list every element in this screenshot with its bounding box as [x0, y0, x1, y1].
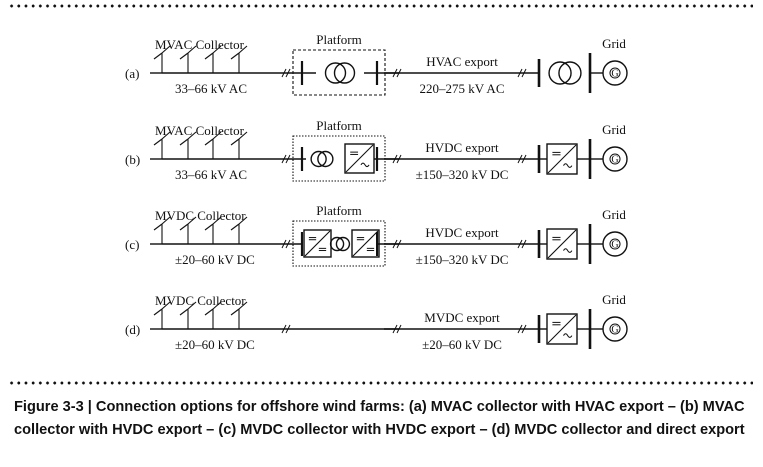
wind-turbine-icon	[153, 301, 171, 329]
transformer-icon	[310, 150, 334, 168]
wind-turbine-icon	[204, 301, 222, 329]
collector-title: MVAC Collector	[155, 37, 245, 52]
dc-dc-converter-icon	[351, 229, 380, 258]
export-rating: ±150–320 kV DC	[416, 167, 509, 182]
figure-caption: Figure 3-3 | Connection options for offs…	[14, 399, 745, 438]
connection-row-a: (a) MVAC Collector 33–66 kV AC PlatformHVAC…	[125, 32, 628, 96]
wind-turbine-icon	[153, 45, 171, 73]
wind-turbine-icon	[153, 131, 171, 159]
grid-label: Grid	[602, 36, 626, 51]
wind-turbine-icon	[153, 216, 171, 244]
row-label: (d)	[125, 322, 140, 337]
export-rating: ±20–60 kV DC	[422, 337, 502, 352]
collector-title: MVDC Collector	[155, 293, 246, 308]
bottom-dotted-rule	[8, 381, 753, 385]
collector-rating: 33–66 kV AC	[175, 81, 247, 96]
transformer-icon	[548, 61, 582, 85]
wind-turbine-icon	[230, 45, 248, 73]
transformer-icon	[329, 236, 351, 252]
platform-label: Platform	[316, 118, 362, 133]
ac-dc-converter-icon	[546, 228, 578, 260]
wind-turbine-icon	[230, 131, 248, 159]
grid-symbol: G	[611, 240, 618, 251]
export-title: HVDC export	[425, 225, 499, 240]
offshore-platform: Platform	[288, 203, 399, 267]
wind-turbine-icon	[204, 131, 222, 159]
wind-turbine-icon	[179, 45, 197, 73]
collector-rating: 33–66 kV AC	[175, 167, 247, 182]
offshore-platform: Platform	[288, 118, 399, 182]
grid-generator-icon: G	[602, 231, 628, 257]
wind-turbine-icon	[179, 216, 197, 244]
wind-turbine-icon	[204, 216, 222, 244]
grid-symbol: G	[611, 325, 618, 336]
wind-turbine-icon	[230, 301, 248, 329]
grid-generator-icon: G	[602, 60, 628, 86]
export-rating: ±150–320 kV DC	[416, 252, 509, 267]
ac-dc-converter-icon	[546, 143, 578, 175]
row-label: (c)	[125, 237, 139, 252]
export-rating: 220–275 kV AC	[420, 81, 505, 96]
export-title: MVDC export	[424, 310, 500, 325]
grid-symbol: G	[611, 69, 618, 80]
connection-row-b: (b) MVAC Collector 33–66 kV AC PlatformHVDC…	[125, 118, 628, 182]
grid-generator-icon: G	[602, 316, 628, 342]
collector-rating: ±20–60 kV DC	[175, 252, 255, 267]
ac-dc-converter-icon	[344, 143, 375, 174]
wind-turbine-icon	[179, 131, 197, 159]
connection-row-c: (c) MVDC Collector ±20–60 kV DC PlatformHVD…	[125, 203, 628, 267]
row-label: (b)	[125, 152, 140, 167]
row-label: (a)	[125, 66, 139, 81]
grid-generator-icon: G	[602, 146, 628, 172]
collector-title: MVDC Collector	[155, 208, 246, 223]
grid-label: Grid	[602, 122, 626, 137]
export-title: HVDC export	[425, 140, 499, 155]
wind-turbine-icon	[230, 216, 248, 244]
wind-turbine-icon	[179, 301, 197, 329]
export-title: HVAC export	[426, 54, 498, 69]
offshore-platform: Platform	[288, 32, 399, 96]
grid-label: Grid	[602, 292, 626, 307]
collector-title: MVAC Collector	[155, 123, 245, 138]
top-dotted-rule	[8, 4, 753, 8]
transformer-icon	[324, 62, 356, 84]
grid-symbol: G	[611, 155, 618, 166]
wind-turbine-icon	[204, 45, 222, 73]
platform-label: Platform	[316, 203, 362, 218]
platform-label: Platform	[316, 32, 362, 47]
collector-rating: ±20–60 kV DC	[175, 337, 255, 352]
grid-label: Grid	[602, 207, 626, 222]
connection-row-d: (d) MVDC Collector ±20–60 kV DC MVDC export…	[125, 292, 628, 352]
ac-dc-converter-icon	[546, 313, 578, 345]
